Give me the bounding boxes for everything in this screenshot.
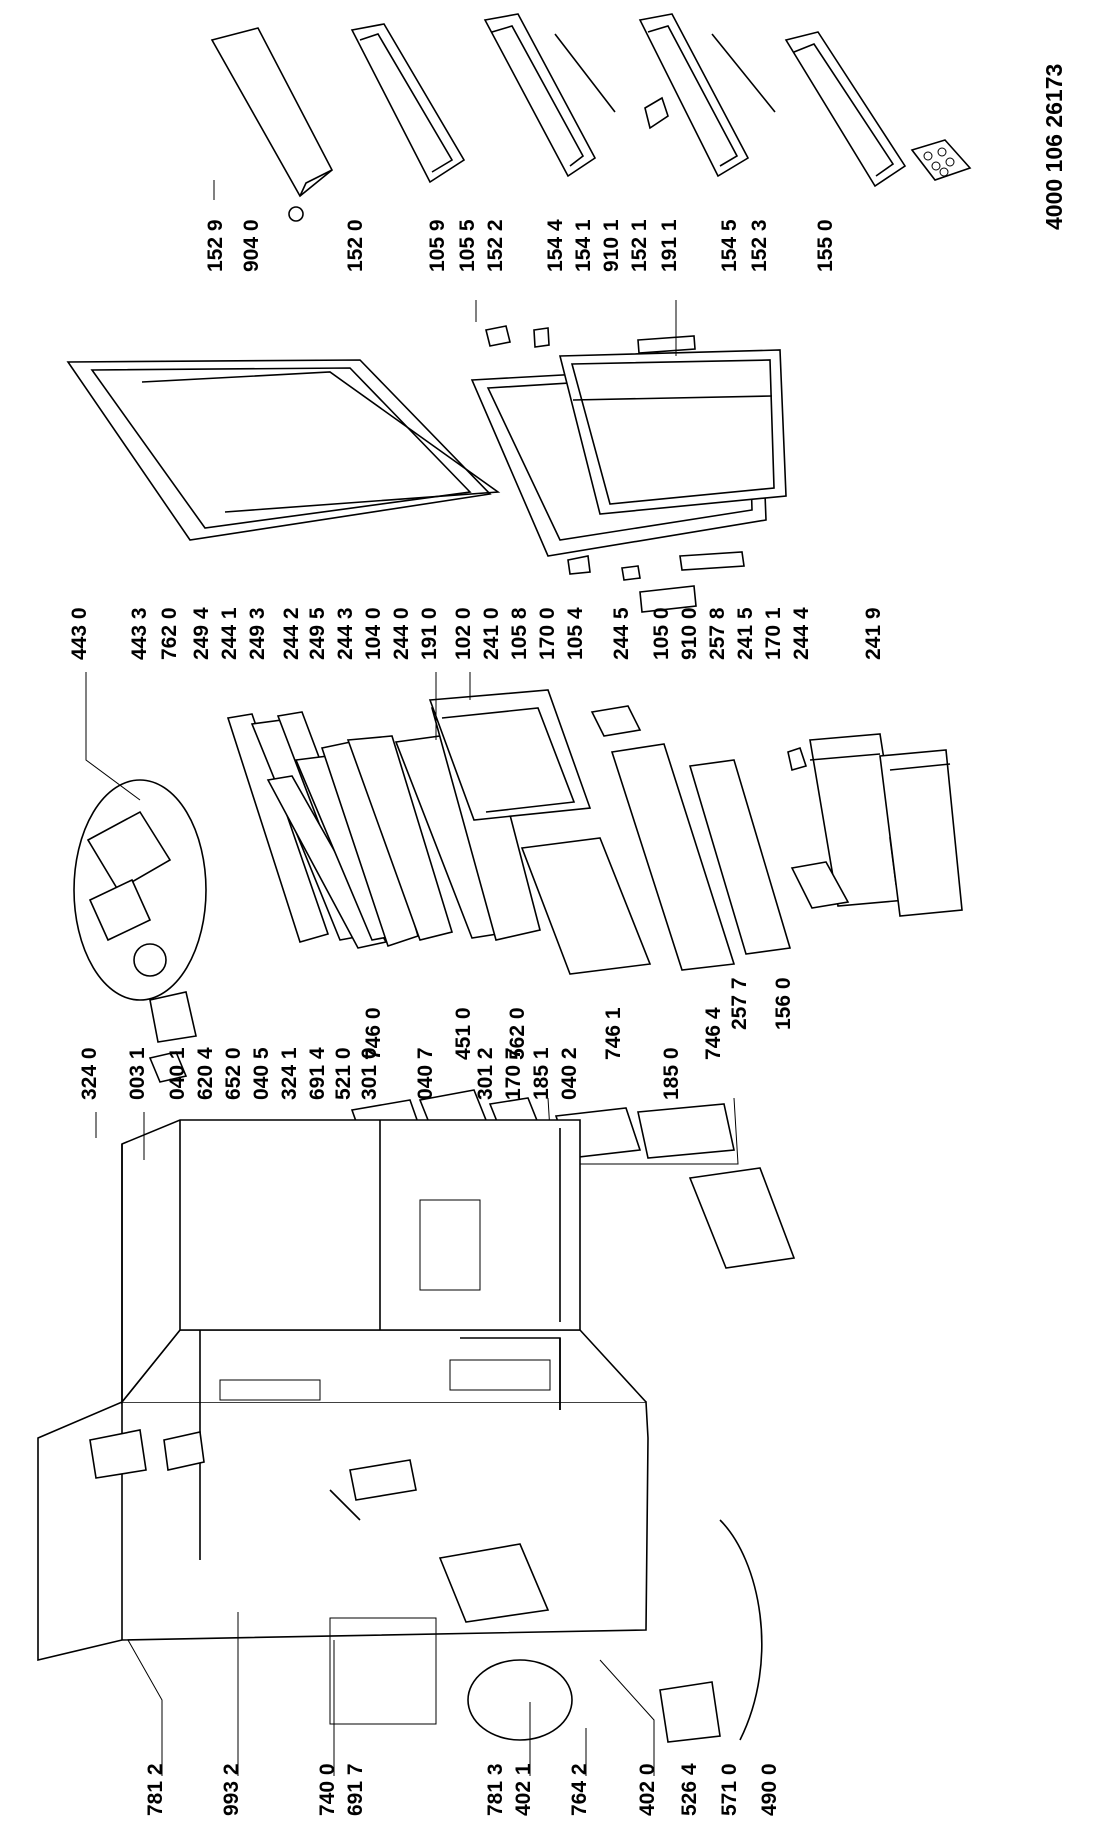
part-label: 185 0: [660, 1047, 683, 1100]
part-label: 443 3: [128, 607, 151, 660]
part-label: 244 3: [334, 607, 357, 660]
part-label: 746 1: [602, 1007, 625, 1060]
part-label: 451 0: [452, 1007, 475, 1060]
part-label: 244 1: [218, 607, 241, 660]
part-label: 257 7: [728, 977, 751, 1030]
part-label: 154 5: [718, 219, 741, 272]
part-label: 910 1: [600, 219, 623, 272]
part-label: 152 9: [204, 219, 227, 272]
cabinet-group: [37, 1119, 763, 1743]
part-label: 904 0: [240, 219, 263, 272]
part-label: 170 7: [502, 1047, 525, 1100]
part-label: 526 4: [678, 1763, 701, 1816]
part-label: 301 2: [474, 1047, 497, 1100]
part-label: 191 1: [658, 219, 681, 272]
part-label: 490 0: [758, 1763, 781, 1816]
part-label: 691 7: [344, 1763, 367, 1816]
part-label: 154 1: [572, 219, 595, 272]
part-label: 244 0: [390, 607, 413, 660]
part-label: 993 2: [220, 1763, 243, 1816]
part-label: 040 7: [414, 1047, 437, 1100]
part-label: 249 5: [306, 607, 329, 660]
part-label: 152 3: [748, 219, 771, 272]
part-label: 170 0: [536, 607, 559, 660]
part-label: 257 8: [706, 607, 729, 660]
part-label: 154 4: [544, 219, 567, 272]
part-label: 571 0: [718, 1763, 741, 1816]
part-label: 740 0: [316, 1763, 339, 1816]
part-label: 104 0: [362, 607, 385, 660]
part-labels: 152 9 904 0 152 0 105 9 105 5 152 2 154 …: [68, 219, 885, 1816]
part-label: 155 0: [814, 219, 837, 272]
door-shelf-group: [210, 13, 972, 354]
part-label: 170 1: [762, 607, 785, 660]
part-label: 152 0: [344, 219, 367, 272]
part-label: 249 4: [190, 607, 213, 660]
part-label: 105 0: [650, 607, 673, 660]
part-label: 620 4: [194, 1047, 217, 1100]
part-label: 040 2: [558, 1047, 581, 1100]
part-label: 746 0: [362, 1007, 385, 1060]
part-label: 244 4: [790, 607, 813, 660]
part-label: 301 0: [358, 1047, 381, 1100]
part-label: 402 0: [636, 1763, 659, 1816]
part-label: 105 8: [508, 607, 531, 660]
part-label: 241 0: [480, 607, 503, 660]
part-label: 105 4: [564, 607, 587, 660]
leader-lines: [85, 180, 677, 1776]
document-number: 4000 106 26173: [1041, 64, 1067, 230]
part-label: 781 2: [144, 1763, 167, 1816]
part-label: 652 0: [222, 1047, 245, 1100]
part-label: 105 5: [456, 219, 479, 272]
part-label: 040 1: [166, 1047, 189, 1100]
part-label: 324 1: [278, 1047, 301, 1100]
part-label: 102 0: [452, 607, 475, 660]
part-label: 402 1: [512, 1763, 535, 1816]
part-label: 249 3: [246, 607, 269, 660]
part-label: 910 0: [678, 607, 701, 660]
part-label: 152 2: [484, 219, 507, 272]
shelves-drawers-group: [226, 689, 963, 975]
part-label: 185 1: [530, 1047, 553, 1100]
doors-group: [66, 349, 787, 613]
part-label: 040 5: [250, 1047, 273, 1100]
part-label: 152 1: [628, 219, 651, 272]
part-label: 781 3: [484, 1763, 507, 1816]
part-label: 244 2: [280, 607, 303, 660]
part-label: 521 0: [332, 1047, 355, 1100]
part-label: 324 0: [78, 1047, 101, 1100]
part-label: 762 0: [158, 607, 181, 660]
part-label: 443 0: [68, 607, 91, 660]
part-label: 764 2: [568, 1763, 591, 1816]
part-label: 156 0: [772, 977, 795, 1030]
part-label: 241 5: [734, 607, 757, 660]
part-label: 746 4: [702, 1007, 725, 1060]
part-label: 562 0: [506, 1007, 529, 1060]
part-label: 241 9: [862, 607, 885, 660]
part-label: 691 4: [306, 1047, 329, 1100]
part-label: 244 5: [610, 607, 633, 660]
part-label: 191 0: [418, 607, 441, 660]
part-label: 105 9: [426, 219, 449, 272]
part-label: 003 1: [126, 1047, 149, 1100]
